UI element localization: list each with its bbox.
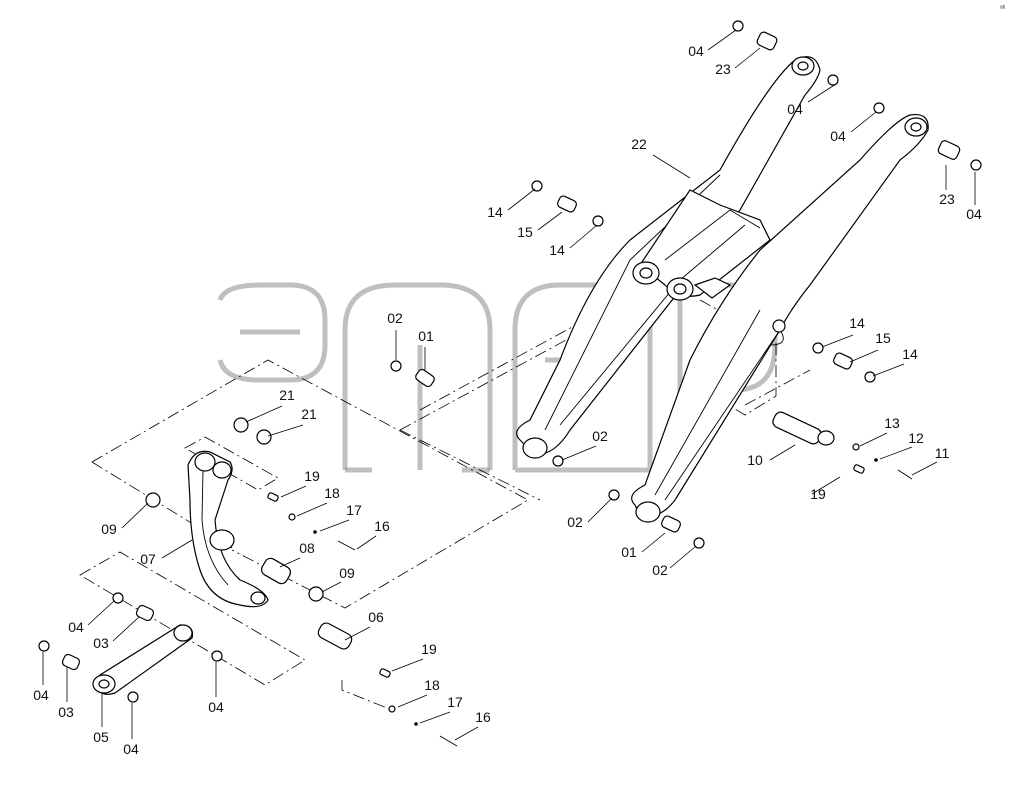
- part-callout: 04: [787, 101, 803, 117]
- part-callout: 09: [101, 521, 117, 537]
- part-callout: 10: [747, 452, 763, 468]
- part-callout: 18: [324, 485, 340, 501]
- leader-lines: [42, 29, 976, 741]
- part-callout: 11: [935, 445, 950, 461]
- part-callout: 17: [447, 694, 463, 710]
- part-callout: 19: [810, 486, 826, 502]
- part-callout: 16: [475, 709, 491, 725]
- part-callout: 01: [621, 544, 637, 560]
- link-bar: [92, 624, 194, 695]
- part-callout: 07: [140, 551, 156, 567]
- part-callout: 22: [631, 136, 647, 152]
- part-callout: 19: [421, 641, 437, 657]
- washers: [38, 20, 982, 713]
- part-callout: 04: [208, 699, 224, 715]
- part-callout: 12: [908, 430, 924, 446]
- part-callout: 23: [939, 191, 955, 207]
- part-callout: 15: [517, 224, 533, 240]
- part-callout: 14: [487, 204, 503, 220]
- part-callout: 21: [301, 406, 317, 422]
- boom-crossmember: [632, 189, 771, 301]
- bell-crank: [187, 450, 269, 608]
- part-callout: 09: [339, 565, 355, 581]
- corner-mark: ᵃᵇ: [1000, 5, 1006, 12]
- part-callout: 14: [902, 346, 918, 362]
- part-callout: 17: [346, 502, 362, 518]
- part-callout: 01: [418, 328, 434, 344]
- part-callout: 03: [93, 635, 109, 651]
- part-callout: 19: [304, 468, 320, 484]
- part-callout: 02: [592, 428, 608, 444]
- part-callout: 04: [688, 43, 704, 59]
- part-callout: 02: [567, 514, 583, 530]
- part-callout: 05: [93, 729, 109, 745]
- part-callout: 04: [123, 741, 139, 757]
- part-callout: 02: [652, 562, 668, 578]
- part-callout: 15: [875, 330, 891, 346]
- part-callout: 16: [374, 518, 390, 534]
- part-callout: 18: [424, 677, 440, 693]
- bushings-and-pins: [61, 31, 961, 671]
- part-callout: 13: [884, 415, 900, 431]
- boom-arm-right: [631, 113, 929, 523]
- part-callout: 06: [368, 609, 384, 625]
- part-callout: 03: [58, 704, 74, 720]
- part-callout: 14: [549, 242, 565, 258]
- callout-labels: 04 23 04 04 22 23 04 14 15 14 02 01 14 15 14 21 21 13 02 12…: [33, 43, 982, 757]
- part-callout: 04: [33, 687, 49, 703]
- part-callout: 04: [68, 619, 84, 635]
- part-callout: 23: [715, 61, 731, 77]
- fasteners: [267, 458, 913, 747]
- part-callout: 14: [849, 315, 865, 331]
- part-callout: 21: [279, 387, 295, 403]
- part-callout: 08: [299, 540, 315, 556]
- part-callout: 04: [966, 206, 982, 222]
- part-callout: 04: [830, 128, 846, 144]
- part-callout: 02: [387, 310, 403, 326]
